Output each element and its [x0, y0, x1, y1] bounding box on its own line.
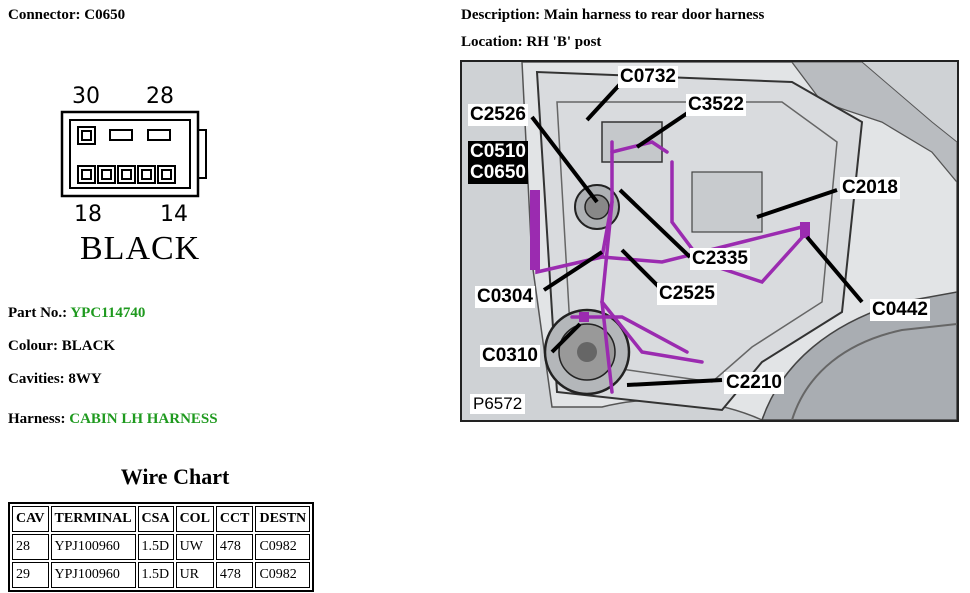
callout-c2526: C2526 — [468, 104, 528, 126]
table-row: 29 YPJ100960 1.5D UR 478 C0982 — [12, 562, 311, 588]
picture-id: P6572 — [470, 394, 526, 414]
pin-number-top-left: 30 — [72, 84, 100, 109]
part-number-label: Part No.: — [8, 305, 71, 321]
location-picture: C0732 C2526 C3522 C0510 C0650 C2018 C233… — [460, 60, 959, 422]
cell-csa: 1.5D — [137, 562, 174, 588]
cell-destn: C0982 — [255, 562, 311, 588]
part-number: Part No.: YPC114740 — [8, 305, 145, 322]
header-destn: DESTN — [255, 506, 311, 532]
cell-csa: 1.5D — [137, 534, 174, 560]
cell-terminal: YPJ100960 — [50, 534, 136, 560]
callout-c2018: C2018 — [840, 177, 900, 199]
callout-c2525: C2525 — [657, 283, 717, 305]
header-cav: CAV — [12, 506, 49, 532]
wire-chart-title: Wire Chart — [120, 464, 230, 489]
colour-line: Colour: BLACK — [8, 338, 116, 354]
table-row: 28 YPJ100960 1.5D UW 478 C0982 — [12, 534, 311, 560]
header-col: COL — [175, 506, 214, 532]
header-csa: CSA — [137, 506, 174, 532]
cell-col: UR — [175, 562, 214, 588]
harness-link[interactable]: CABIN LH HARNESS — [69, 411, 218, 427]
harness-label: Harness: — [8, 411, 70, 427]
pin-number-top-right: 28 — [146, 84, 174, 109]
callout-c0310: C0310 — [480, 345, 540, 367]
harness-line: Harness: CABIN LH HARNESS — [8, 411, 218, 428]
callout-c0732: C0732 — [618, 66, 678, 88]
cell-cav: 29 — [12, 562, 49, 588]
callout-c0442: C0442 — [870, 299, 930, 321]
connector-color-text: BLACK — [80, 230, 201, 267]
connector-label: Connector: C0650 — [8, 7, 126, 23]
cell-col: UW — [175, 534, 214, 560]
callout-c2335: C2335 — [690, 248, 750, 270]
header-cct: CCT — [215, 506, 254, 532]
description-line: Description: Main harness to rear door h… — [461, 7, 765, 23]
door-illustration — [462, 62, 957, 420]
callout-c0304: C0304 — [475, 286, 535, 308]
connector-outline — [60, 110, 207, 198]
location-line: Location: RH 'B' post — [461, 34, 602, 50]
connector-face-diagram: 30 28 18 14 BLACK — [60, 80, 220, 280]
cell-cav: 28 — [12, 534, 49, 560]
cell-terminal: YPJ100960 — [50, 562, 136, 588]
callout-c3522: C3522 — [686, 94, 746, 116]
callout-c0650: C0650 — [468, 162, 528, 184]
part-number-link[interactable]: YPC114740 — [70, 305, 146, 321]
callout-c2210: C2210 — [724, 372, 784, 394]
cell-destn: C0982 — [255, 534, 311, 560]
header-terminal: TERMINAL — [50, 506, 136, 532]
cell-cct: 478 — [215, 534, 254, 560]
cavities-line: Cavities: 8WY — [8, 371, 102, 387]
pin-number-bottom-left: 18 — [74, 202, 102, 227]
wire-chart-table: CAV TERMINAL CSA COL CCT DESTN 28 YPJ100… — [8, 502, 315, 592]
pin-number-bottom-right: 14 — [160, 202, 188, 227]
wire-chart-header-row: CAV TERMINAL CSA COL CCT DESTN — [12, 506, 311, 532]
cell-cct: 478 — [215, 562, 254, 588]
callout-c0510: C0510 — [468, 141, 528, 163]
